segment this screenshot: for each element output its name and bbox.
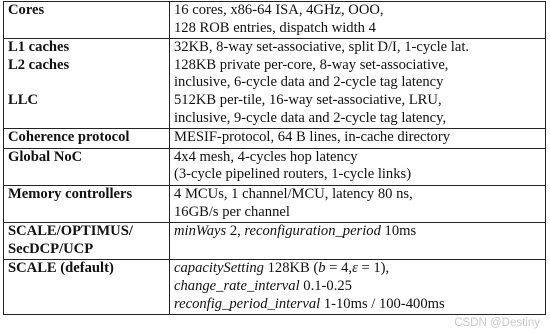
row-label: Coherence protocol [3, 128, 170, 149]
row-desc: capacitySetting 128KB (b = 4,ε = 1), cha… [169, 259, 546, 316]
row-label: L1 caches L2 caches LLC [3, 38, 170, 130]
scale-group-line: minWays 2, reconfiguration_period 10ms [174, 223, 541, 241]
param-value: 0.1-0.25 [299, 277, 352, 294]
llc-line: 512KB per-tile, 16-way set-associative, … [174, 91, 442, 108]
noc-label: Global NoC [8, 148, 83, 165]
scale-default-line: reconfig_period_interval 1-10ms / 100-40… [174, 296, 541, 314]
row-desc: 16 cores, x86-64 ISA, 4GHz, OOO, 128 ROB… [169, 0, 546, 40]
param-value: 128KB ( [263, 260, 319, 277]
param-name: reconfig_period_interval [174, 295, 321, 312]
row-desc: 4 MCUs, 1 channel/MCU, latency 80 ns, 16… [169, 184, 546, 224]
table-row: Cores 16 cores, x86-64 ISA, 4GHz, OOO, 1… [3, 0, 546, 40]
l2-label: L2 caches [8, 56, 70, 73]
memory-label: Memory controllers [8, 185, 133, 202]
coherence-line: MESIF-protocol, 64 B lines, in-cache dir… [174, 129, 450, 146]
math-var: b [318, 260, 326, 277]
memory-line: 16GB/s per channel [174, 203, 290, 220]
scale-group-label: SCALE/OPTIMUS/ [8, 223, 133, 240]
param-name: minWays [174, 223, 227, 240]
table-row: L1 caches L2 caches LLC 32KB, 8-way set-… [3, 38, 546, 130]
coherence-label: Coherence protocol [8, 129, 130, 146]
param-name: capacitySetting [174, 260, 264, 277]
row-label: Cores [3, 0, 170, 40]
param-value: 10ms [380, 223, 417, 240]
row-desc: MESIF-protocol, 64 B lines, in-cache dir… [169, 128, 546, 149]
scale-default-line: change_rate_interval 0.1-0.25 [174, 278, 541, 296]
scale-default-line: capacitySetting 128KB (b = 4,ε = 1), [174, 260, 541, 278]
row-desc: 32KB, 8-way set-associative, split D/I, … [169, 38, 546, 130]
table-row: Coherence protocol MESIF-protocol, 64 B … [3, 128, 546, 149]
spacer [8, 74, 165, 92]
llc-line: inclusive, 9-cycle data and 2-cycle tag … [174, 109, 447, 126]
row-desc: 4x4 mesh, 4-cycles hop latency (3-cycle … [169, 147, 546, 186]
l2-line: inclusive, 6-cycle data and 2-cycle tag … [174, 74, 444, 91]
l2-line: 128KB private per-core, 8-way set-associ… [174, 56, 449, 73]
param-name: reconfiguration_period [244, 223, 381, 240]
row-label: Memory controllers [3, 184, 170, 224]
table-row: SCALE (default) capacitySetting 128KB (b… [3, 259, 546, 316]
table-row: Global NoC 4x4 mesh, 4-cycles hop latenc… [3, 147, 546, 186]
row-label: SCALE/OPTIMUS/ SecDCP/UCP [3, 222, 170, 261]
math-var: ε [352, 260, 358, 277]
param-name: change_rate_interval [174, 277, 300, 294]
table-row: Memory controllers 4 MCUs, 1 channel/MCU… [3, 184, 546, 224]
scale-default-label: SCALE (default) [8, 260, 114, 277]
table-row: SCALE/OPTIMUS/ SecDCP/UCP minWays 2, rec… [3, 222, 546, 261]
row-desc: minWays 2, reconfiguration_period 10ms [169, 222, 546, 261]
scale-group-label: SecDCP/UCP [8, 240, 94, 257]
system-config-table: Cores 16 cores, x86-64 ISA, 4GHz, OOO, 1… [3, 0, 546, 316]
l1-label: L1 caches [8, 39, 70, 56]
row-label: SCALE (default) [3, 259, 170, 316]
noc-line: (3-cycle pipelined routers, 1-cycle link… [174, 166, 412, 183]
cores-line: 128 ROB entries, dispatch width 4 [174, 19, 376, 36]
watermark: CSDN @Destiny [454, 317, 540, 329]
cores-label: Cores [8, 2, 45, 18]
llc-label: LLC [8, 91, 39, 108]
noc-line: 4x4 mesh, 4-cycles hop latency [174, 148, 358, 165]
row-label: Global NoC [3, 147, 170, 186]
memory-line: 4 MCUs, 1 channel/MCU, latency 80 ns, [174, 185, 413, 202]
l1-line: 32KB, 8-way set-associative, split D/I, … [174, 39, 470, 56]
param-value: = 1), [357, 260, 390, 277]
param-value: = 4, [325, 260, 353, 277]
param-value: 2, [226, 223, 245, 240]
param-value: 1-10ms / 100-400ms [320, 295, 445, 312]
cores-line: 16 cores, x86-64 ISA, 4GHz, OOO, [174, 2, 384, 18]
